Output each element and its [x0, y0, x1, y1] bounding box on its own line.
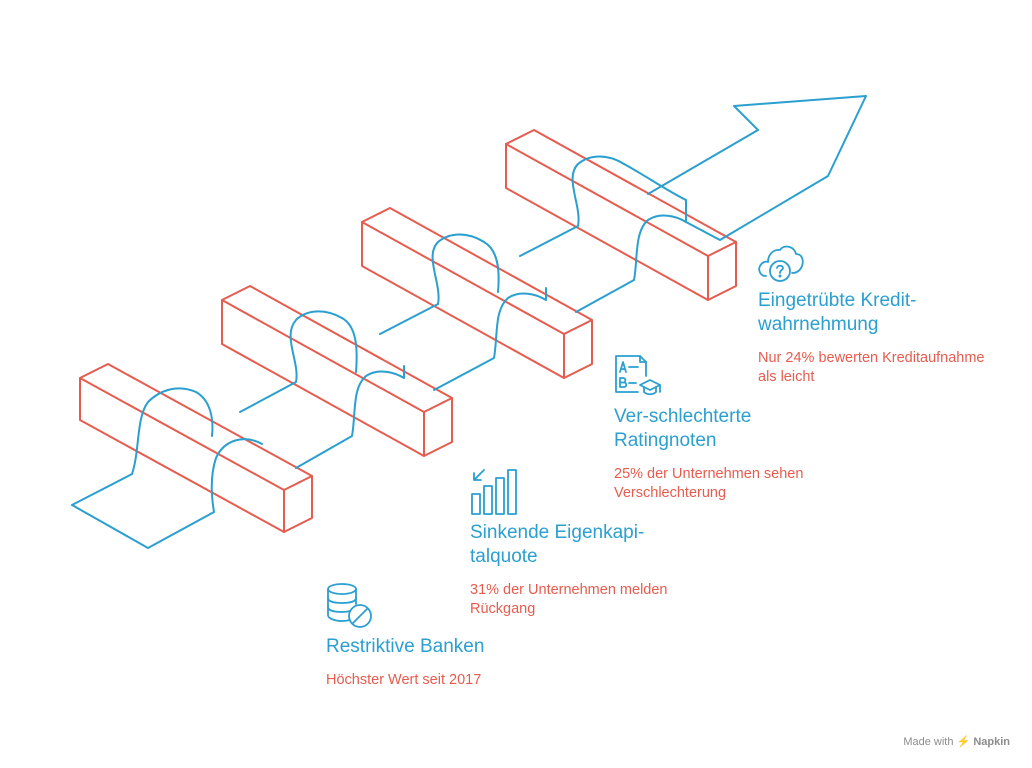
database-blocked-icon [327, 583, 372, 628]
brick-block-4 [505, 129, 737, 301]
ribbon-arrow [71, 95, 867, 549]
napkin-logo-icon: ⚡ [956, 736, 971, 748]
item-equity-ratio: Sinkende Eigenkapi- talquote 31% der Unt… [470, 468, 667, 619]
item-title: Ver-schlechterte Ratingnoten [614, 406, 752, 451]
item-rating-grades: Ver-schlechterte Ratingnoten 25% der Unt… [614, 354, 803, 503]
brick-block-2 [221, 285, 453, 457]
item-restrictive-banks: Restriktive Banken Höchster Wert seit 20… [326, 582, 484, 690]
item-description: Nur 24% bewerten Kreditaufnahme als leic… [758, 350, 985, 385]
item-title: Restriktive Banken [326, 636, 485, 657]
made-with-napkin-badge: Made with ⚡ Napkin [903, 735, 1010, 748]
item-description: 25% der Unternehmen sehen Verschlechteru… [614, 466, 804, 501]
brick-block-1 [79, 363, 313, 533]
item-title: Eingetrübte Kredit- wahrnehmung [758, 290, 917, 335]
brick-block-3 [361, 207, 593, 379]
item-title: Sinkende Eigenkapi- talquote [470, 522, 645, 567]
made-with-label: Made with [903, 736, 954, 748]
item-description: Höchster Wert seit 2017 [326, 672, 482, 688]
declining-bar-chart-icon [471, 469, 517, 515]
napkin-brand-label: Napkin [973, 736, 1010, 748]
cloud-question-icon [758, 245, 804, 282]
item-credit-perception: Eingetrübte Kredit- wahrnehmung Nur 24% … [758, 240, 985, 387]
ab-rating-list-icon [615, 355, 661, 396]
item-description: 31% der Unternehmen melden Rückgang [470, 582, 668, 617]
